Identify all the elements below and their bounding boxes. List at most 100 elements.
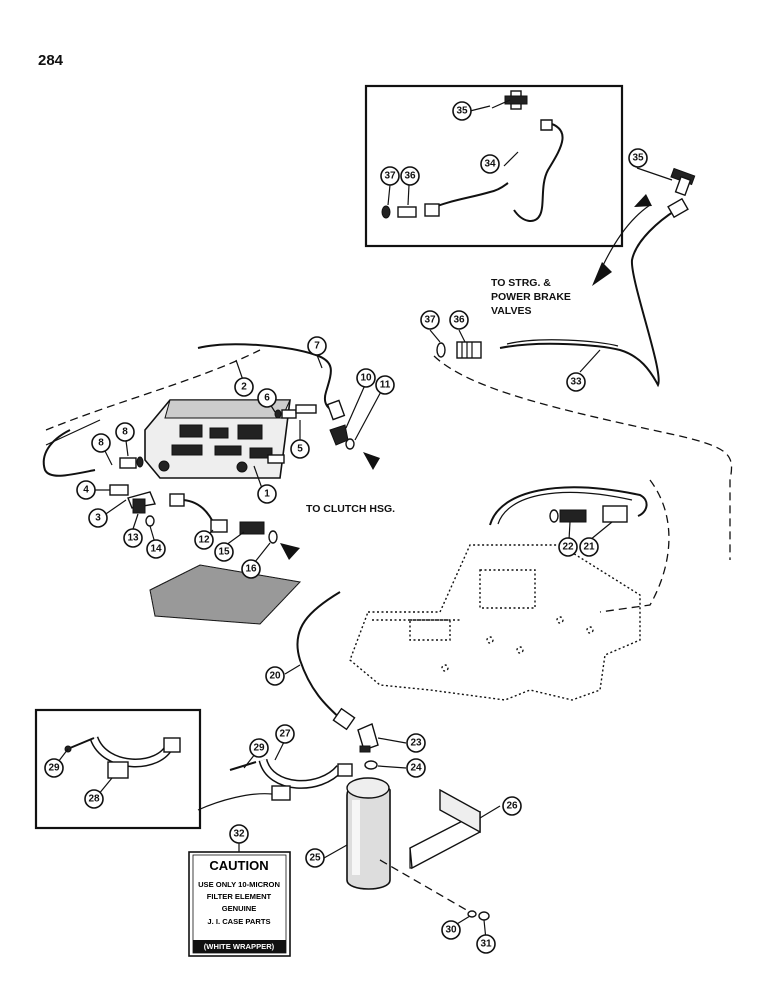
caution-line-4: J. I. CASE PARTS	[207, 917, 270, 926]
svg-text:2: 2	[241, 382, 247, 393]
svg-text:37: 37	[424, 315, 436, 326]
svg-text:33: 33	[570, 377, 582, 388]
routing-dashed-1	[433, 355, 733, 560]
svg-text:30: 30	[445, 925, 457, 936]
bracket-26	[409, 788, 481, 870]
callout-37: 37	[420, 310, 440, 330]
oring-37-inset	[381, 205, 391, 219]
svg-text:34: 34	[484, 159, 496, 170]
callout-6: 6	[257, 388, 277, 408]
svg-text:10: 10	[360, 373, 372, 384]
filter-canister-25	[346, 777, 391, 890]
caution-line-3: GENUINE	[222, 904, 257, 913]
elbow-23	[357, 723, 379, 753]
svg-text:32: 32	[233, 829, 245, 840]
fitting-15	[239, 521, 278, 544]
callout-37-inset: 37	[380, 166, 400, 186]
tube-33	[499, 197, 689, 388]
svg-text:26: 26	[506, 801, 518, 812]
fitting-22	[549, 509, 587, 523]
callout-22: 22	[558, 537, 578, 557]
svg-text:31: 31	[480, 939, 492, 950]
callout-10: 10	[356, 368, 376, 388]
callout-35: 35	[628, 148, 648, 168]
svg-text:27: 27	[279, 729, 291, 740]
callout-35-inset: 35	[452, 101, 472, 121]
tee-fitting-35	[670, 167, 696, 197]
callout-23: 23	[406, 733, 426, 753]
svg-text:11: 11	[380, 380, 391, 391]
callout-27: 27	[275, 724, 295, 744]
tube-7	[197, 343, 346, 421]
callout-33: 33	[566, 372, 586, 392]
callout-26: 26	[502, 796, 522, 816]
callout-29: 29	[249, 738, 269, 758]
svg-text:36: 36	[453, 315, 465, 326]
label-to-strg-3: VALVES	[491, 305, 531, 317]
tube-2	[42, 419, 101, 477]
callout-13: 13	[123, 528, 143, 548]
arrow-to-clutch-1	[363, 452, 380, 470]
callout-2: 2	[234, 377, 254, 397]
callout-16: 16	[241, 559, 261, 579]
svg-text:22: 22	[562, 542, 574, 553]
svg-text:37: 37	[384, 171, 396, 182]
svg-text:29: 29	[48, 763, 60, 774]
callout-21: 21	[579, 537, 599, 557]
hose-34-inset	[424, 119, 565, 224]
svg-text:20: 20	[269, 671, 281, 682]
callout-24: 24	[406, 758, 426, 778]
svg-text:23: 23	[410, 738, 422, 749]
callout-8-upper: 8	[115, 422, 135, 442]
svg-text:35: 35	[456, 106, 468, 117]
clutch-housing-plate	[349, 544, 641, 701]
svg-text:35: 35	[632, 153, 644, 164]
callout-7: 7	[307, 336, 327, 356]
callout-28: 28	[84, 789, 104, 809]
caution-title: CAUTION	[209, 858, 268, 873]
hose-12	[169, 493, 228, 533]
svg-text:1: 1	[264, 489, 270, 500]
label-to-strg-2: POWER BRAKE	[491, 291, 571, 303]
callout-8: 8	[91, 433, 111, 453]
callout-36-inset: 36	[400, 166, 420, 186]
caution-footer: (WHITE WRAPPER)	[204, 942, 275, 951]
page-number: 284	[38, 52, 64, 69]
fitting-36-inset	[397, 206, 417, 218]
callout-30: 30	[441, 920, 461, 940]
svg-text:12: 12	[198, 535, 210, 546]
callout-31: 31	[476, 934, 496, 954]
oring-37	[436, 342, 446, 358]
filter-screen	[149, 564, 302, 625]
callout-5: 5	[290, 439, 310, 459]
svg-text:29: 29	[253, 743, 265, 754]
tube-21	[489, 486, 648, 526]
svg-text:36: 36	[404, 171, 416, 182]
svg-text:8: 8	[98, 438, 104, 449]
callout-12: 12	[194, 530, 214, 550]
svg-text:25: 25	[309, 853, 321, 864]
svg-text:28: 28	[88, 794, 100, 805]
svg-text:5: 5	[297, 444, 303, 455]
caution-line-2: FILTER ELEMENT	[207, 892, 272, 901]
control-valve-body-1	[144, 399, 291, 479]
fitting-36	[456, 341, 482, 359]
clamp-27	[229, 758, 353, 801]
callout-15: 15	[214, 542, 234, 562]
callout-25: 25	[305, 848, 325, 868]
callout-14: 14	[146, 539, 166, 559]
svg-text:21: 21	[583, 542, 595, 553]
callout-36: 36	[449, 310, 469, 330]
svg-text:13: 13	[127, 533, 139, 544]
svg-text:8: 8	[122, 427, 128, 438]
label-to-strg-1: TO STRG. &	[491, 277, 551, 289]
callout-32: 32	[229, 824, 249, 844]
svg-text:6: 6	[264, 393, 270, 404]
caution-decal-32: CAUTION USE ONLY 10-MICRON FILTER ELEMEN…	[188, 851, 291, 957]
callout-29-inset: 29	[44, 758, 64, 778]
label-to-clutch: TO CLUTCH HSG.	[306, 503, 395, 515]
svg-text:4: 4	[83, 485, 89, 496]
caution-line-1: USE ONLY 10-MICRON	[198, 880, 280, 889]
svg-text:14: 14	[150, 544, 162, 555]
